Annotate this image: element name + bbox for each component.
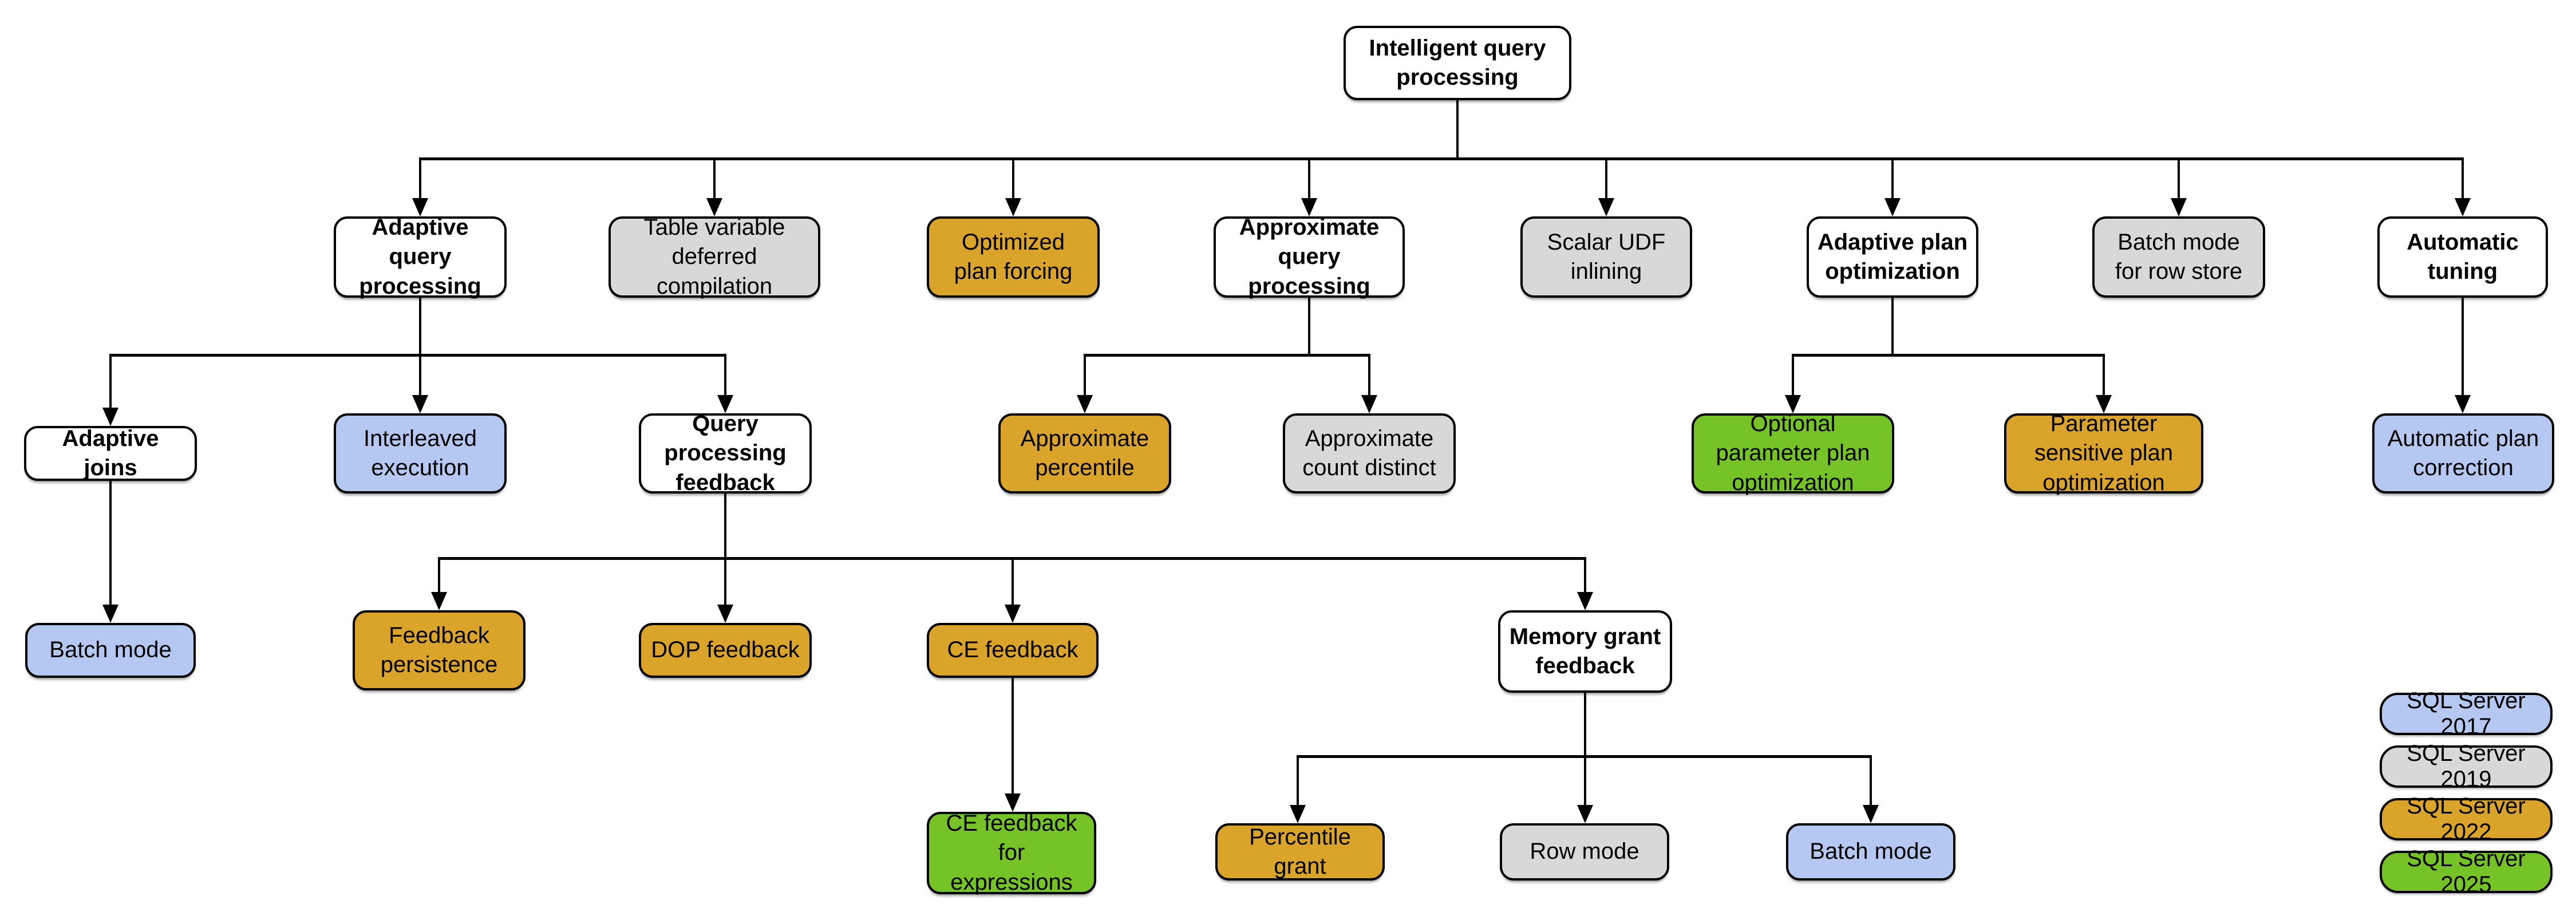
- node-table-variable-deferred-compilation: Table variable deferred compilation: [609, 215, 820, 299]
- connector-line: [1456, 100, 1459, 159]
- node-interleaved-execution: Interleaved execution: [334, 413, 507, 493]
- node-approximate-count-distinct: Approximate count distinct: [1283, 413, 1456, 493]
- connector-bus-line: [1084, 354, 1370, 357]
- arrowhead-down-icon: [717, 605, 733, 623]
- connector-line: [1605, 159, 1607, 202]
- connector-line: [2178, 159, 2180, 202]
- connector-line: [724, 355, 726, 398]
- arrowhead-down-icon: [431, 592, 447, 610]
- connector-bus-line: [419, 157, 2464, 160]
- arrowhead-down-icon: [706, 198, 722, 216]
- arrowhead-down-icon: [1290, 805, 1306, 823]
- arrowhead-down-icon: [2455, 395, 2471, 413]
- connector-line: [713, 159, 716, 202]
- connector-line: [419, 355, 421, 398]
- arrowhead-down-icon: [2096, 395, 2112, 413]
- arrowhead-down-icon: [102, 605, 118, 623]
- connector-line: [2462, 298, 2464, 398]
- node-ce-feedback-for-expressions: CE feedback for expressions: [927, 811, 1096, 895]
- connector-line: [724, 558, 726, 608]
- connector-line: [1584, 558, 1586, 595]
- node-approximate-query-processing: Approximate query processing: [1214, 215, 1405, 299]
- node-parameter-sensitive-plan-optimization: Parameter sensitive plan optimization: [2004, 411, 2203, 495]
- arrowhead-down-icon: [1361, 395, 1377, 413]
- connector-line: [1792, 355, 1794, 398]
- node-optional-parameter-plan-optimization: Optional parameter plan optimization: [1692, 411, 1894, 495]
- connector-line: [438, 558, 440, 595]
- arrowhead-down-icon: [1077, 395, 1093, 413]
- connector-line: [109, 355, 112, 411]
- arrowhead-down-icon: [1005, 793, 1021, 812]
- connector-line: [1012, 159, 1014, 202]
- connector-line: [419, 298, 421, 355]
- connector-line: [1584, 756, 1586, 808]
- arrowhead-down-icon: [1577, 592, 1593, 610]
- node-adaptive-query-processing: Adaptive query processing: [334, 215, 507, 299]
- connector-line: [109, 481, 112, 608]
- connector-line: [724, 493, 726, 558]
- arrowhead-down-icon: [717, 395, 733, 413]
- connector-bus-line: [1792, 354, 2105, 357]
- node-automatic-plan-correction: Automatic plan correction: [2372, 413, 2554, 493]
- connector-bus-line: [109, 354, 726, 357]
- node-percentile-grant: Percentile grant: [1215, 823, 1385, 881]
- node-query-processing-feedback: Query processing feedback: [639, 411, 812, 495]
- arrowhead-down-icon: [102, 408, 118, 426]
- node-ce-feedback: CE feedback: [927, 623, 1099, 678]
- connector-line: [1368, 355, 1370, 398]
- connector-line: [1012, 678, 1014, 797]
- legend-item-sql-server-2019: SQL Server 2019: [2380, 741, 2553, 792]
- arrowhead-down-icon: [1884, 198, 1901, 216]
- connector-line: [419, 159, 421, 202]
- node-batch-mode-memory-grant: Batch mode: [1786, 823, 1955, 881]
- connector-line: [1084, 355, 1086, 398]
- node-batch-mode-for-row-store: Batch mode for row store: [2092, 216, 2265, 298]
- node-dop-feedback: DOP feedback: [639, 623, 812, 678]
- node-row-mode: Row mode: [1500, 823, 1669, 881]
- arrowhead-down-icon: [412, 395, 428, 413]
- arrowhead-down-icon: [2171, 198, 2187, 216]
- arrowhead-down-icon: [1005, 605, 1021, 623]
- node-optimized-plan-forcing: Optimized plan forcing: [927, 216, 1100, 298]
- connector-line: [1297, 756, 1299, 808]
- connector-line: [1891, 159, 1894, 202]
- arrowhead-down-icon: [412, 198, 428, 216]
- node-automatic-tuning: Automatic tuning: [2377, 216, 2548, 298]
- connector-line: [2462, 159, 2464, 202]
- legend-item-sql-server-2022: SQL Server 2022: [2380, 793, 2553, 844]
- connector-line: [1308, 298, 1310, 355]
- arrowhead-down-icon: [1577, 805, 1593, 823]
- node-adaptive-plan-optimization: Adaptive plan optimization: [1807, 216, 1978, 298]
- connector-line: [1891, 298, 1894, 355]
- connector-line: [2103, 355, 2105, 398]
- connector-line: [1308, 159, 1310, 202]
- node-scalar-udf-inlining: Scalar UDF inlining: [1520, 216, 1692, 298]
- legend-item-sql-server-2025: SQL Server 2025: [2380, 846, 2553, 897]
- arrowhead-down-icon: [2455, 198, 2471, 216]
- node-feedback-persistence: Feedback persistence: [353, 610, 526, 690]
- node-memory-grant-feedback: Memory grant feedback: [1498, 610, 1672, 693]
- connector-line: [1012, 558, 1014, 608]
- node-root: Intelligent query processing: [1344, 26, 1571, 100]
- node-batch-mode-adaptive-joins: Batch mode: [25, 623, 196, 678]
- legend-item-sql-server-2017: SQL Server 2017: [2380, 688, 2553, 739]
- node-adaptive-joins: Adaptive joins: [24, 426, 197, 481]
- connector-line: [1584, 693, 1586, 756]
- arrowhead-down-icon: [1005, 198, 1021, 216]
- arrowhead-down-icon: [1598, 198, 1614, 216]
- arrowhead-down-icon: [1863, 805, 1879, 823]
- node-approximate-percentile: Approximate percentile: [998, 413, 1171, 493]
- arrowhead-down-icon: [1301, 198, 1317, 216]
- connector-line: [1870, 756, 1872, 808]
- arrowhead-down-icon: [1785, 395, 1801, 413]
